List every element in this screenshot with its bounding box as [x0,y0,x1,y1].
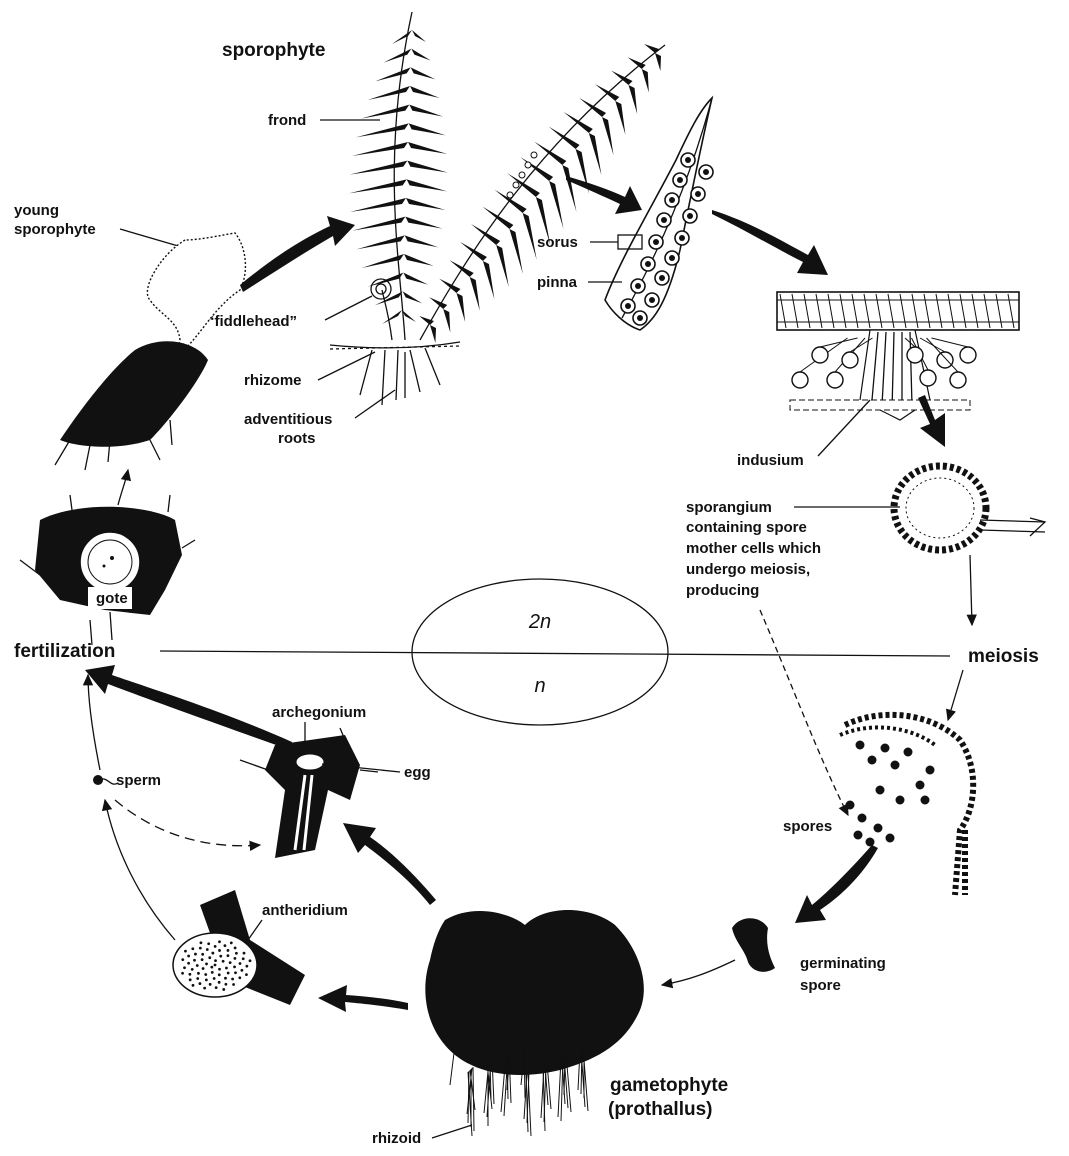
pinna-label: pinna [537,274,578,291]
arrow-archegonium-to-fertilization [85,665,292,750]
germinating-spore-illustration [732,918,775,972]
sperm-illustration [93,775,118,785]
archegonium-label: archegonium [272,704,366,721]
egg-label: egg [404,764,431,781]
fiddlehead-label: “fiddlehead” [207,313,297,330]
adventitious-label-1: adventitious [244,411,332,428]
indusium-label: indusium [737,452,804,469]
arrow-producing-to-spores [760,610,848,815]
ploidy-divider-line [160,651,950,656]
arrow-gametophyte-to-archegonium [343,823,436,905]
arrow-to-meiosis [970,555,972,625]
sorus-label: sorus [537,234,578,251]
sporangium-label-3: mother cells which [686,540,821,557]
gametophyte-title: gametophyte [610,1075,728,1096]
arrow-germinating-to-gametophyte [662,960,735,985]
zygote-label: gote [96,590,128,607]
ploidy-ellipse [412,579,668,725]
fertilization-title: fertilization [14,641,115,662]
young-sporophyte-label-2: sporophyte [14,221,96,238]
arrow-gametophyte-to-antheridium [318,985,408,1012]
sporangium-label-5: producing [686,582,759,599]
arrow-zygote-to-young-sporophyte [118,470,128,505]
arrow-spores-to-germinating [795,845,878,923]
antheridium-label: antheridium [262,902,348,919]
leaf-section-illustration [777,292,1019,420]
meiosis-title: meiosis [968,646,1039,667]
rhizoid-label: rhizoid [372,1130,421,1147]
adventitious-label-2: roots [278,430,316,447]
zygote-illustration [20,495,195,645]
arrow-sperm-to-archegonium [115,800,260,846]
sporangium-label-1: sporangium [686,499,772,516]
sporangium-label-4: undergo meiosis, [686,561,810,578]
sporangium-illustration [894,466,1045,550]
prothallus-title: (prothallus) [608,1099,713,1120]
germinating-spore-label-1: germinating [800,955,886,972]
arrow-pinna-to-section [712,210,828,275]
spores-label: spores [783,818,832,835]
haploid-label: n [534,675,545,697]
pinna-with-sori-illustration [605,98,713,330]
arrow-young-to-sporophyte [240,216,355,292]
arrow-frond-to-pinna [566,176,642,214]
arrow-sperm-to-fertilization [88,675,100,770]
young-sporophyte-illustration [55,233,245,470]
germinating-spore-label-2: spore [800,977,841,994]
sporangium-label-2: containing spore [686,519,807,536]
sporophyte-title: sporophyte [222,40,325,61]
frond-label: frond [268,112,306,129]
rhizome-label: rhizome [244,372,302,389]
fern-sporophyte-illustration [330,12,665,405]
young-sporophyte-label-1: young [14,202,59,219]
sperm-label: sperm [116,772,161,789]
arrow-meiosis-to-spores [948,670,963,720]
diploid-label: 2n [528,611,551,633]
arrow-antheridium-to-sperm [105,800,175,940]
